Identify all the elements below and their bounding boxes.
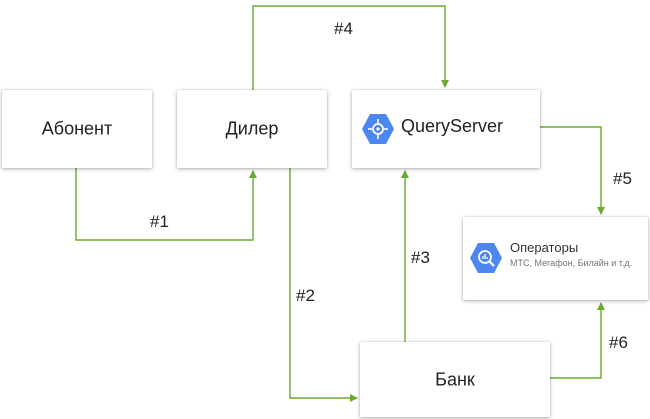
node-operatory[interactable]: Операторы МТС, Мегафон, Билайн и т.д. — [463, 217, 648, 300]
node-diler-label: Дилер — [225, 118, 279, 139]
edge-5-line — [540, 126, 605, 215]
node-bank-label: Банк — [435, 369, 475, 389]
node-queryserver-label: QueryServer — [401, 116, 504, 136]
node-abonent-label: Абонент — [41, 118, 113, 139]
edge-3-label: #3 — [411, 248, 430, 267]
node-operatory-title: Операторы — [510, 240, 579, 255]
edge-2-label: #2 — [296, 286, 315, 305]
edge-1-line — [75, 168, 257, 241]
bigquery-icon — [470, 243, 502, 273]
edge-4-line — [252, 5, 449, 90]
compute-engine-icon — [362, 114, 394, 144]
edge-2-line — [289, 168, 358, 402]
edge-6-line — [550, 302, 605, 379]
edge-5-label: #5 — [613, 169, 632, 188]
node-bank[interactable]: Банк — [360, 342, 550, 417]
node-queryserver[interactable]: QueryServer — [352, 90, 540, 168]
node-abonent[interactable]: Абонент — [2, 90, 152, 168]
node-diler[interactable]: Дилер — [177, 90, 327, 168]
edge-1-label: #1 — [150, 212, 169, 231]
edge-4-label: #4 — [334, 19, 353, 38]
node-operatory-subtitle: МТС, Мегафон, Билайн и т.д. — [510, 258, 633, 268]
edge-6-label: #6 — [609, 333, 628, 352]
